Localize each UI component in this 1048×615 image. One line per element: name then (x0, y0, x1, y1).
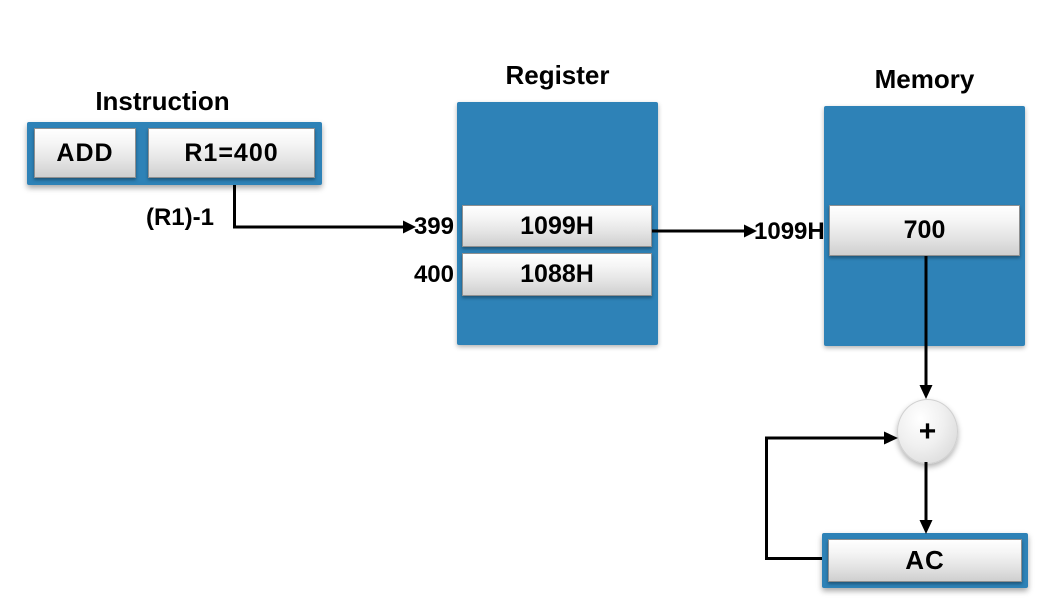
arrowhead-to-adder-left (884, 431, 898, 445)
memory-cell-700: 700 (829, 205, 1020, 256)
register-address-399-label: 399 (413, 213, 454, 240)
memory-title: Memory (874, 64, 975, 94)
register-address-400-label: 400 (413, 261, 454, 288)
register-title: Register (505, 60, 610, 90)
arrowhead-to-ac-top (919, 520, 933, 534)
instruction-title: Instruction (95, 86, 230, 116)
register-decrement-label: (R1)-1 (145, 204, 214, 231)
adder-node: + (897, 399, 958, 464)
instruction-opcode-cell: ADD (34, 128, 136, 178)
plus-operator-icon: + (918, 414, 937, 448)
accumulator-box: AC (822, 533, 1028, 588)
arrowhead-to-adder-top (919, 385, 933, 399)
register-cell-400: 1088H (462, 253, 652, 296)
instruction-box: ADD R1=400 (27, 122, 322, 185)
register-cell-399: 1099H (462, 205, 652, 247)
accumulator-cell: AC (828, 539, 1022, 582)
memory-address-label: 1099H (754, 218, 825, 245)
instruction-to-register-connector (233, 185, 403, 229)
instruction-operand-cell: R1=400 (148, 128, 315, 178)
